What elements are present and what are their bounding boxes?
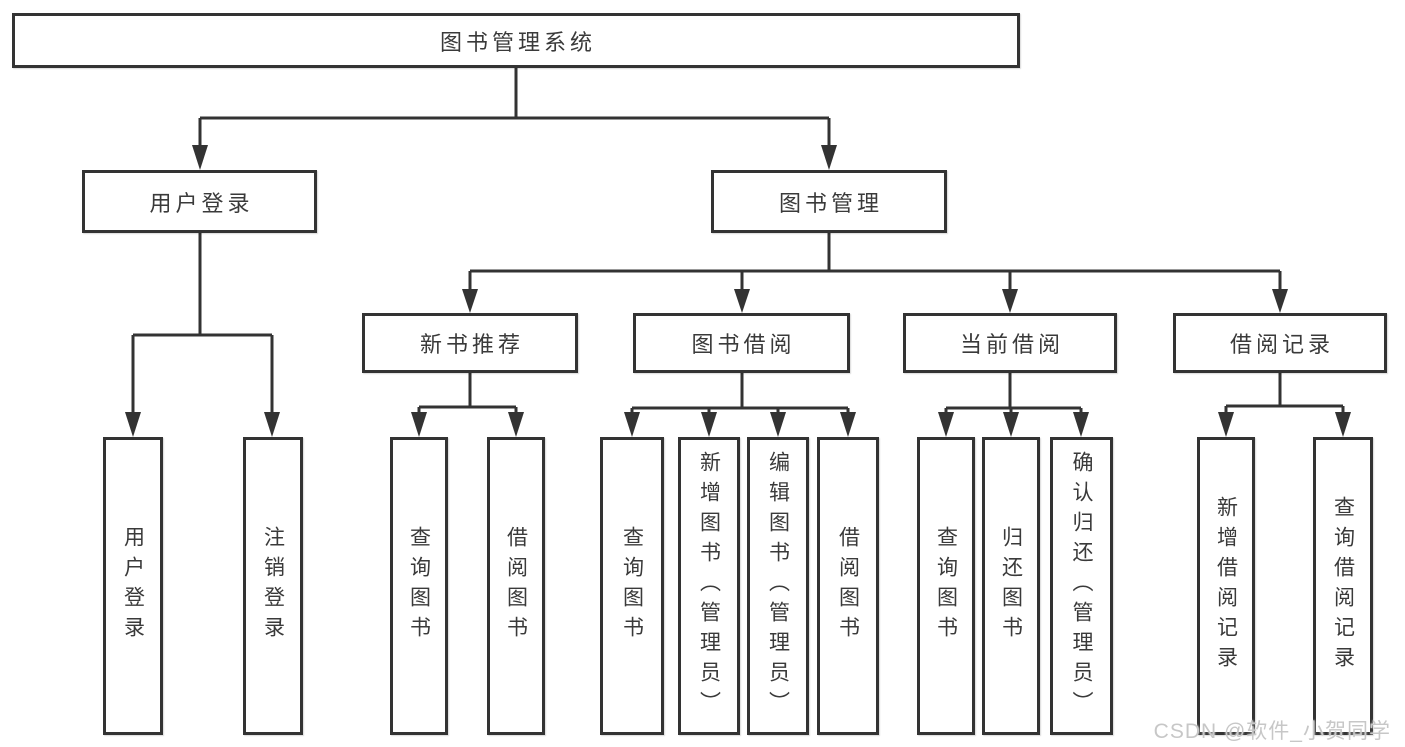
node-book-borrow: 图书借阅 xyxy=(633,313,850,373)
leaf-label: 用户登录 xyxy=(121,526,145,646)
leaf-logout: 注销登录 xyxy=(243,437,303,735)
node-book-management: 图书管理 xyxy=(711,170,947,233)
leaf-edit-books-admin: 编辑图书（管理员） xyxy=(747,437,809,735)
edge-records-to-leaves xyxy=(1218,373,1351,437)
leaf-add-borrow-record: 新增借阅记录 xyxy=(1197,437,1255,735)
leaf-add-books-admin: 新增图书（管理员） xyxy=(678,437,740,735)
node-borrow-records: 借阅记录 xyxy=(1173,313,1387,373)
leaf-borrow-books: 借阅图书 xyxy=(817,437,879,735)
leaf-return-books: 归还图书 xyxy=(982,437,1040,735)
leaf-user-login: 用户登录 xyxy=(103,437,163,735)
edge-current-to-leaves xyxy=(938,373,1089,437)
leaf-query-books-recommend: 查询图书 xyxy=(390,437,448,735)
leaf-query-books-current: 查询图书 xyxy=(917,437,975,735)
node-user-login: 用户登录 xyxy=(82,170,317,233)
node-root: 图书管理系统 xyxy=(12,13,1020,68)
csdn-watermark: CSDN @软件_小贺同学 xyxy=(1153,720,1391,743)
leaf-label: 借阅图书 xyxy=(836,526,860,646)
leaf-label: 确认归还（管理员） xyxy=(1070,451,1093,721)
leaf-label: 编辑图书（管理员） xyxy=(766,451,790,721)
leaf-query-borrow-record: 查询借阅记录 xyxy=(1313,437,1373,735)
leaf-label: 新增借阅记录 xyxy=(1214,496,1238,676)
leaf-label: 新增图书（管理员） xyxy=(697,451,721,721)
leaf-label: 查询图书 xyxy=(620,526,644,646)
leaf-label: 查询借阅记录 xyxy=(1331,496,1355,676)
node-new-book-recommend: 新书推荐 xyxy=(362,313,578,373)
edge-borrow-to-leaves xyxy=(624,373,856,437)
edge-newbook-to-leaves xyxy=(411,373,524,437)
node-current-borrow: 当前借阅 xyxy=(903,313,1117,373)
leaf-label: 查询图书 xyxy=(407,526,431,646)
edge-mgmt-to-level3 xyxy=(462,233,1288,313)
leaf-borrow-books-recommend: 借阅图书 xyxy=(487,437,545,735)
leaf-label: 注销登录 xyxy=(261,526,285,646)
edge-login-to-leaves xyxy=(125,233,280,437)
leaf-label: 归还图书 xyxy=(999,526,1023,646)
leaf-label: 借阅图书 xyxy=(504,526,528,646)
leaf-confirm-return-admin: 确认归还（管理员） xyxy=(1050,437,1113,735)
edge-root-to-level2 xyxy=(192,68,837,170)
leaf-query-books-borrow: 查询图书 xyxy=(600,437,664,735)
leaf-label: 查询图书 xyxy=(934,526,958,646)
